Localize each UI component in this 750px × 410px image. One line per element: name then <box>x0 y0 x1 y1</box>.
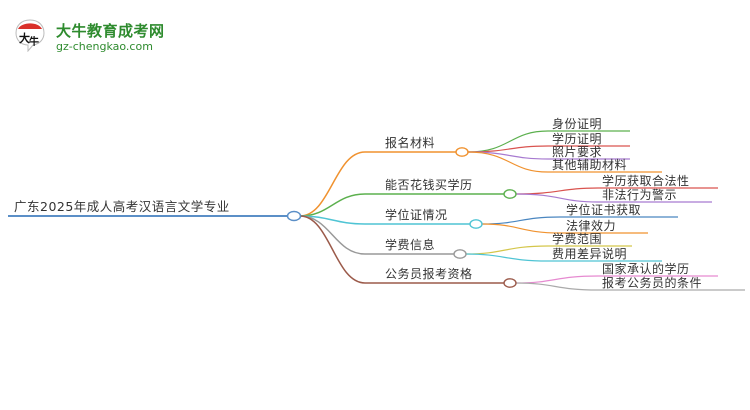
svg-text:牛: 牛 <box>29 35 39 48</box>
branch-topic-materials[interactable]: 报名材料 <box>385 136 436 150</box>
leaf-topic[interactable]: 学费范围 <box>552 232 603 246</box>
branch-node-toggle[interactable] <box>455 147 469 157</box>
leaf-topic[interactable]: 费用差异说明 <box>552 247 628 261</box>
branch-node-toggle[interactable] <box>503 278 517 288</box>
leaf-topic[interactable]: 照片要求 <box>552 145 603 159</box>
leaf-topic[interactable]: 非法行为警示 <box>602 188 678 202</box>
leaf-topic[interactable]: 学历证明 <box>552 132 603 146</box>
leaf-topic[interactable]: 报考公务员的条件 <box>602 276 703 290</box>
leaf-topic[interactable]: 国家承认的学历 <box>602 262 690 276</box>
leaf-topic[interactable]: 其他辅助材料 <box>552 158 628 172</box>
leaf-topic[interactable]: 法律效力 <box>566 219 617 233</box>
branch-topic-degree-cert[interactable]: 学位证情况 <box>385 208 448 222</box>
branch-topic-tuition[interactable]: 学费信息 <box>385 238 436 252</box>
svg-text:大: 大 <box>19 31 30 45</box>
branch-node-toggle[interactable] <box>453 249 467 259</box>
logo-badge-icon: 大 牛 <box>15 19 45 52</box>
leaf-topic[interactable]: 学历获取合法性 <box>602 174 690 188</box>
leaf-topic[interactable]: 学位证书获取 <box>566 203 642 217</box>
root-topic[interactable]: 广东2025年成人高考汉语言文学专业 <box>14 199 230 214</box>
branch-topic-civil-service[interactable]: 公务员报考资格 <box>385 267 473 281</box>
logo-url: gz-chengkao.com <box>56 40 153 53</box>
branch-node-toggle[interactable] <box>469 219 483 229</box>
root-node-toggle[interactable] <box>286 210 302 222</box>
site-logo[interactable]: 大 牛 大牛教育成考网 gz-chengkao.com <box>14 18 204 58</box>
branch-topic-buy-degree[interactable]: 能否花钱买学历 <box>385 178 473 192</box>
branch-node-toggle[interactable] <box>503 189 517 199</box>
logo-title: 大牛教育成考网 <box>56 22 165 40</box>
leaf-topic[interactable]: 身份证明 <box>552 117 603 131</box>
